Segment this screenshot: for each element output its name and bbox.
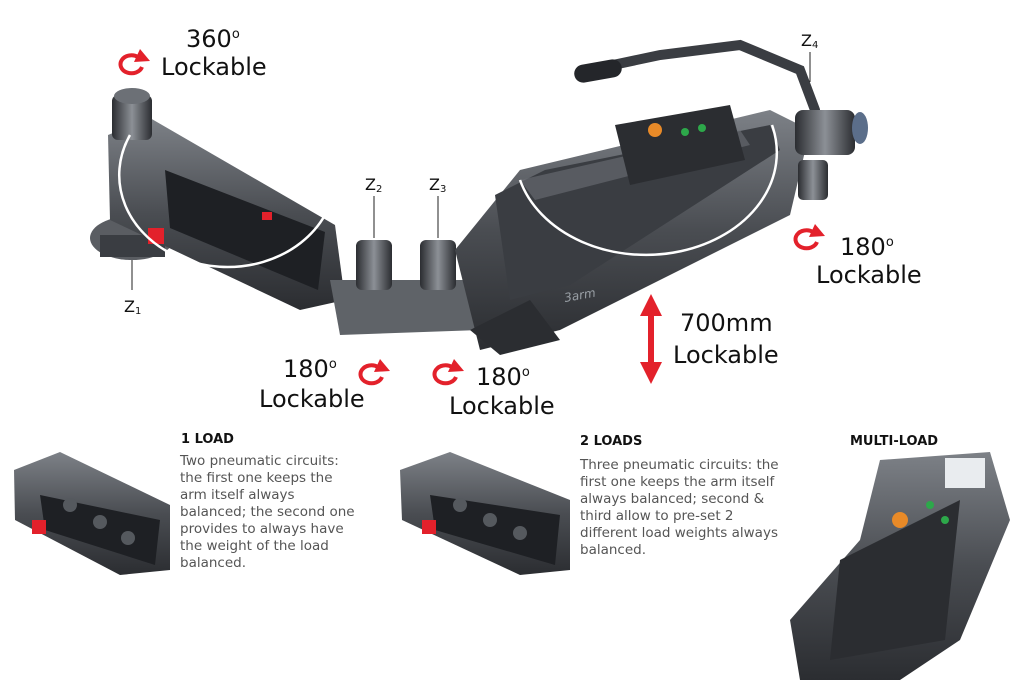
closeup-two-loads <box>400 452 570 575</box>
handle-grip <box>574 59 622 83</box>
end-knob <box>798 160 828 200</box>
section-multi-load-title: MULTI-LOAD <box>850 434 939 449</box>
section-two-loads-body: Three pneumatic circuits: the first one … <box>580 457 779 558</box>
axis-z1: Z1 <box>124 297 142 318</box>
circular-arrow-icon <box>432 359 464 386</box>
circular-arrow-icon <box>793 224 825 251</box>
axis-z3: Z3 <box>429 175 447 196</box>
axis-z4: Z4 <box>801 31 819 52</box>
mid-joint-angle: 180o <box>476 363 530 391</box>
left-joint-angle: 180o <box>283 355 337 383</box>
green-button-1 <box>681 128 689 136</box>
double-arrow-icon <box>640 294 662 384</box>
vertical-travel-value: 700mm <box>680 309 773 337</box>
green-button-2 <box>698 124 706 132</box>
top-knob-cap <box>114 88 150 104</box>
end-cap <box>852 112 868 144</box>
vertical-travel-lock: Lockable <box>673 341 779 369</box>
left-joint-lock: Lockable <box>259 385 365 413</box>
axis-z2: Z2 <box>365 175 383 196</box>
control-panel-left <box>165 170 325 290</box>
joint-knob-z2 <box>356 240 392 290</box>
red-switch <box>262 212 272 220</box>
section-one-load-title: 1 LOAD <box>181 432 234 447</box>
handle-bar <box>575 39 820 115</box>
red-valve <box>148 228 164 244</box>
right-rotation-lock: Lockable <box>816 261 922 289</box>
brand-mark: 3arm <box>563 286 597 305</box>
highlight-arc-right <box>518 124 779 257</box>
lower-shroud <box>470 300 560 355</box>
closeup-multi-load <box>790 452 1010 680</box>
control-box <box>615 105 745 185</box>
joint-plate <box>330 280 480 335</box>
circular-arrow-icon <box>118 49 150 76</box>
main-arm: 3arm <box>90 39 868 355</box>
base-rotation-angle: 360o <box>186 25 240 53</box>
highlight-arc-left <box>118 134 327 269</box>
joint-knob-z3 <box>420 240 456 290</box>
right-rotation-angle: 180o <box>840 233 894 261</box>
section-one-load-body: Two pneumatic circuits: the first one ke… <box>180 453 355 571</box>
base-rotation-lock: Lockable <box>161 53 267 81</box>
top-knob <box>112 95 152 140</box>
circular-arrow-icon <box>358 359 390 386</box>
orange-button <box>648 123 662 137</box>
mid-joint-lock: Lockable <box>449 392 555 420</box>
section-two-loads-title: 2 LOADS <box>580 434 643 449</box>
end-joint <box>795 110 855 155</box>
cover-shell <box>495 125 780 300</box>
closeup-one-load <box>14 452 170 575</box>
